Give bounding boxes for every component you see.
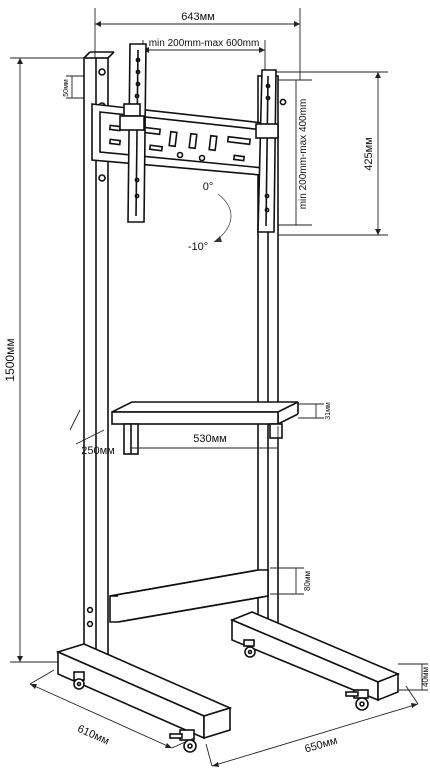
shelf [111, 401, 299, 455]
crossbar-height-label: 80мм [303, 571, 312, 591]
tilt-upper-label: 0° [203, 181, 214, 193]
wall-plate [91, 103, 273, 177]
crossbar [109, 569, 269, 623]
vesa-horizontal-label: min 200mm-max 600mm [149, 38, 260, 49]
left-vesa-arm [119, 43, 147, 223]
front-base [55, 643, 233, 753]
base-height-label: 40мм [421, 667, 430, 687]
shelf-depth-label: 250мм [81, 445, 114, 457]
crossbar-dimension [270, 567, 304, 595]
slot-height-dimension [66, 75, 84, 99]
tilt-indicator [213, 193, 232, 243]
overall-width-label: 643мм [181, 11, 214, 23]
base-width-dimension [205, 685, 419, 767]
total-height-label: 1500мм [3, 338, 17, 381]
shelf-width-label: 530мм [193, 433, 226, 445]
shelf-dimensions [69, 403, 324, 452]
bracket-height-dimension [270, 71, 388, 236]
base-depth-label: 610мм [75, 723, 110, 748]
right-vesa-arm [255, 69, 279, 233]
bracket-height-label: 425мм [363, 137, 375, 170]
back-base [229, 611, 401, 711]
base-width-label: 650мм [303, 735, 338, 756]
shelf-thickness-label: 31мм [325, 402, 332, 420]
slot-height-label: 50мм [63, 79, 70, 97]
vesa-vertical-label: min 200mm-max 400mm [298, 99, 309, 210]
base-height-dimension [398, 663, 428, 691]
tilt-lower-label: -10° [188, 241, 208, 253]
total-height-dimension [10, 57, 90, 663]
base-depth-dimension [29, 669, 195, 749]
